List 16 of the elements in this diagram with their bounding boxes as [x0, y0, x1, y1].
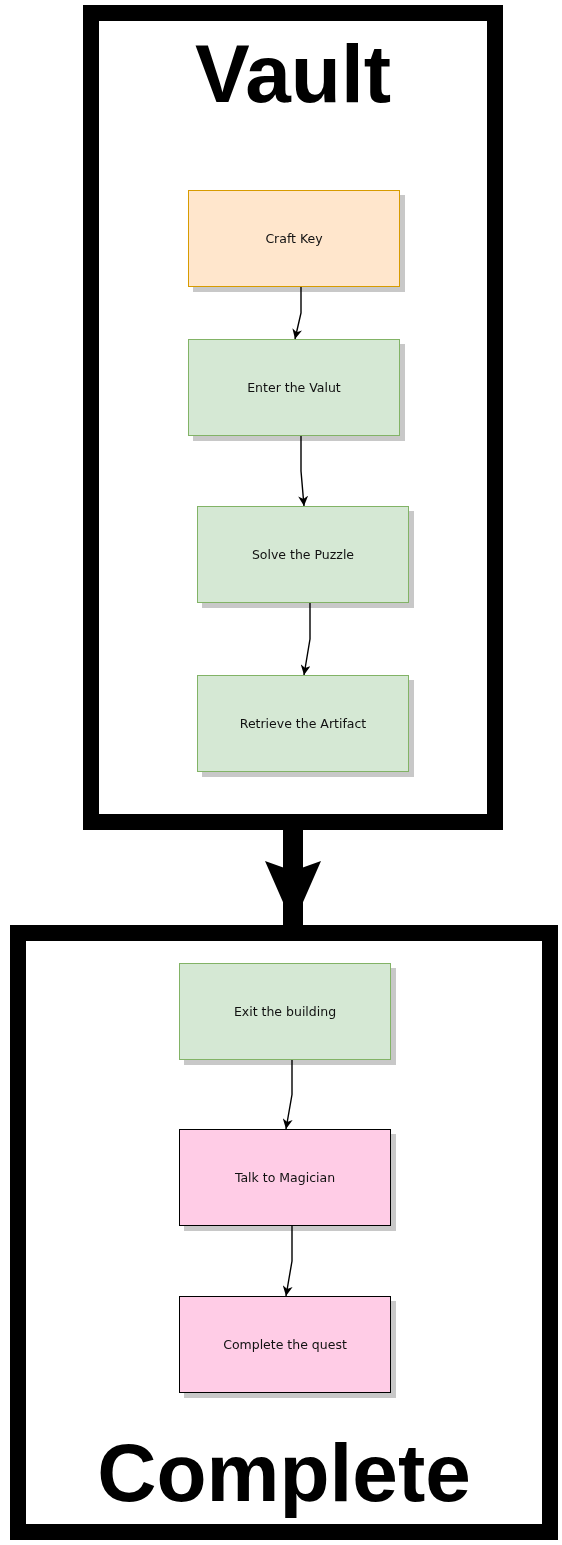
group-frame: [10, 925, 558, 1540]
step-label: Complete the quest: [223, 1337, 347, 1352]
arrow: [300, 602, 311, 676]
step-label: Solve the Puzzle: [251, 547, 355, 562]
arrow: [265, 830, 321, 925]
arrow: [298, 435, 309, 507]
step-label: Exit the building: [233, 1004, 337, 1019]
arrow: [292, 286, 303, 340]
group-title: Vault: [194, 33, 392, 115]
step-label: Craft Key: [265, 231, 323, 246]
arrow: [282, 1059, 293, 1130]
arrow: [282, 1225, 293, 1297]
step-label: Enter the Valut: [247, 380, 341, 395]
group-frame: [83, 5, 503, 830]
step-label: Retrieve the Artifact: [239, 716, 367, 731]
step-label: Talk to Magician: [234, 1170, 336, 1185]
